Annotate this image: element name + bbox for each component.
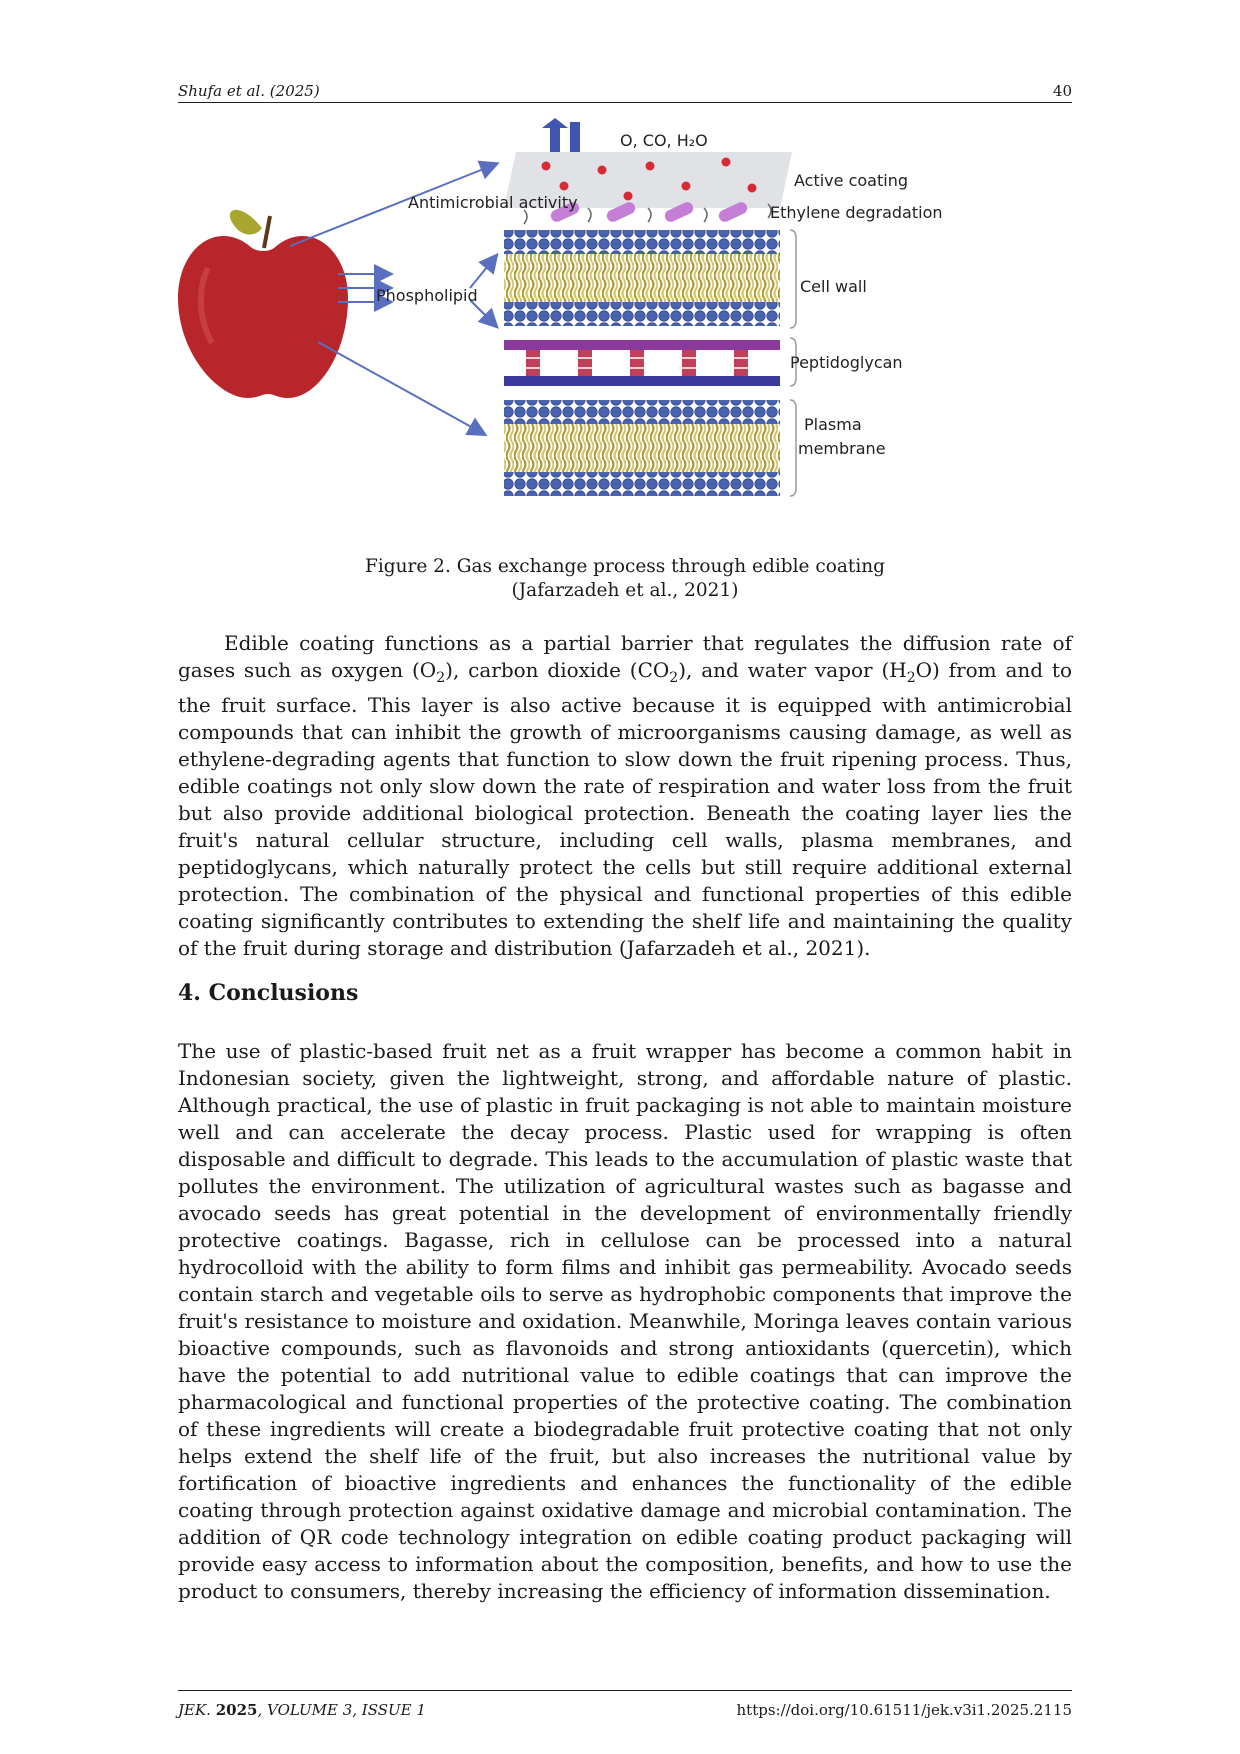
- footer-doi-link[interactable]: https://doi.org/10.61511/jek.v3i1.2025.2…: [736, 1701, 1073, 1719]
- page-footer: JEK. 2025, VOLUME 3, ISSUE 1 https://doi…: [178, 1690, 1072, 1719]
- label-ethylene: Ethylene degradation: [770, 203, 943, 222]
- label-plasma: Plasma: [804, 415, 862, 434]
- gas-exchange-arrows-icon: [542, 118, 588, 166]
- p1-sub-co2: 2: [669, 670, 679, 686]
- label-active-coating: Active coating: [794, 171, 908, 190]
- p1-text-1: Edible coating functions as a partial ba…: [178, 631, 1072, 682]
- apple-icon: [178, 209, 348, 398]
- diffusion-arrows: [289, 160, 500, 436]
- p1-text-3: ), and water vapor (H: [678, 658, 907, 682]
- figure-diagram: O, CO, H₂O Active coating Antimicrobial …: [178, 118, 943, 497]
- p1-text-4: O) from and to the fruit surface. This l…: [178, 658, 1073, 960]
- caption-source: (Jafarzadeh et al., 2021): [511, 580, 739, 601]
- p1-sub-h2o: 2: [906, 670, 916, 686]
- paragraph-conclusions: The use of plastic-based fruit net as a …: [178, 1039, 1072, 1603]
- p1-text-2: ), carbon dioxide (CO: [445, 658, 670, 682]
- section-heading-conclusions: 4. Conclusions: [178, 980, 359, 1006]
- paragraph-edible-coating: Edible coating functions as a partial ba…: [178, 630, 1072, 962]
- cell-wall-layer: [504, 230, 780, 326]
- footer-journal-name: JEK.: [178, 1701, 211, 1719]
- caption-title: Figure 2. Gas exchange process through e…: [365, 556, 885, 577]
- footer-year: 2025: [215, 1701, 258, 1719]
- label-peptidoglycan: Peptidoglycan: [790, 353, 903, 372]
- label-antimicrobial: Antimicrobial activity: [408, 193, 578, 212]
- page-header: Shufa et al. (2025) 40: [178, 78, 1072, 103]
- peptidoglycan-layer: [504, 340, 780, 386]
- figure-gas-exchange: O, CO, H₂O Active coating Antimicrobial …: [178, 118, 1072, 548]
- running-header-authors: Shufa et al. (2025): [178, 82, 320, 100]
- label-gases: O, CO, H₂O: [620, 131, 708, 150]
- footer-volume: , VOLUME 3, ISSUE 1: [257, 1701, 426, 1719]
- layer-brackets: [789, 229, 797, 497]
- page-number: 40: [1052, 82, 1072, 100]
- active-coating-layer: [504, 152, 792, 225]
- plasma-membrane-layer: [504, 400, 780, 496]
- footer-journal: JEK. 2025, VOLUME 3, ISSUE 1: [178, 1701, 426, 1719]
- label-cell-wall: Cell wall: [800, 277, 867, 296]
- label-membrane: membrane: [798, 439, 886, 458]
- figure-caption: Figure 2. Gas exchange process through e…: [178, 555, 1072, 603]
- label-phospholipid: Phospholipid: [376, 286, 478, 305]
- p1-sub-o2: 2: [436, 670, 446, 686]
